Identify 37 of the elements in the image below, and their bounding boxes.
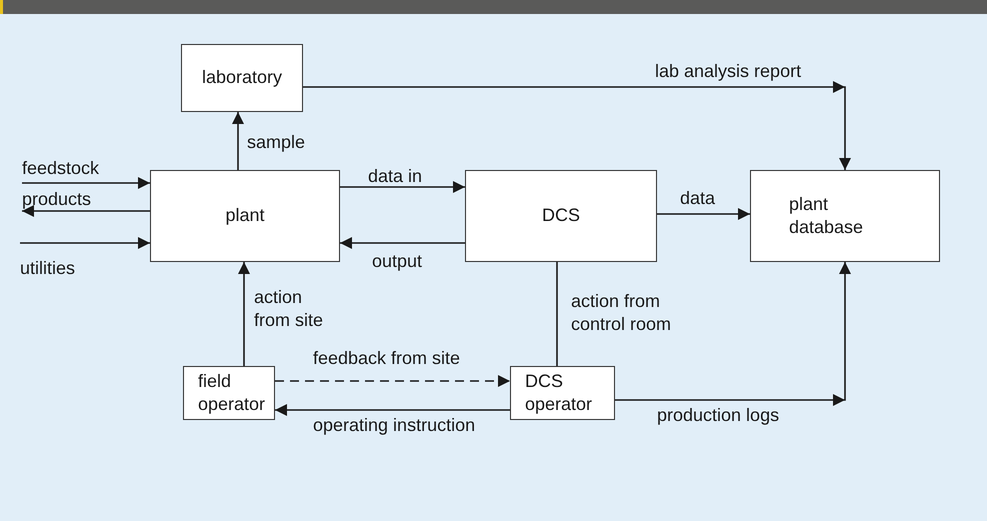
arrow: [232, 112, 244, 170]
edge-label: products: [22, 188, 92, 211]
edge-label: data in: [368, 165, 422, 188]
arrow: [275, 404, 510, 416]
role-box: [183, 366, 275, 420]
edge-label: action from site: [254, 286, 324, 332]
edge-label: sample: [247, 131, 306, 154]
arrow: [238, 262, 250, 366]
arrow: [20, 237, 150, 249]
database-box: [750, 170, 940, 262]
node-label: DCS: [542, 204, 580, 228]
node-label: DCS operator: [525, 370, 594, 416]
arrow: [340, 237, 465, 249]
edge-label: feedback from site: [313, 347, 460, 370]
arrow: [275, 375, 510, 387]
edge-label: data: [680, 187, 716, 210]
node-label: plant: [225, 204, 265, 228]
process-box: [181, 44, 303, 112]
arrow: [340, 181, 465, 193]
edge-label: lab analysis report: [655, 60, 802, 83]
arrow: [303, 81, 851, 170]
arrow: [657, 208, 750, 220]
process-box: [465, 170, 657, 262]
edge-label: operating instruction: [313, 414, 476, 437]
node-label: plant database: [789, 192, 864, 239]
edge-label: production logs: [657, 404, 780, 427]
edge-label: output: [372, 250, 422, 273]
edge-label: action from control room: [571, 290, 672, 336]
node-label: field operator: [198, 370, 266, 416]
arrow: [22, 205, 150, 217]
process-box: [150, 170, 340, 262]
node-label: laboratory: [202, 66, 282, 90]
arrow: [615, 262, 851, 406]
role-box: [510, 366, 615, 420]
arrow: [22, 177, 150, 189]
edge-label: utilities: [20, 257, 76, 280]
edge-label: feedstock: [22, 157, 100, 180]
